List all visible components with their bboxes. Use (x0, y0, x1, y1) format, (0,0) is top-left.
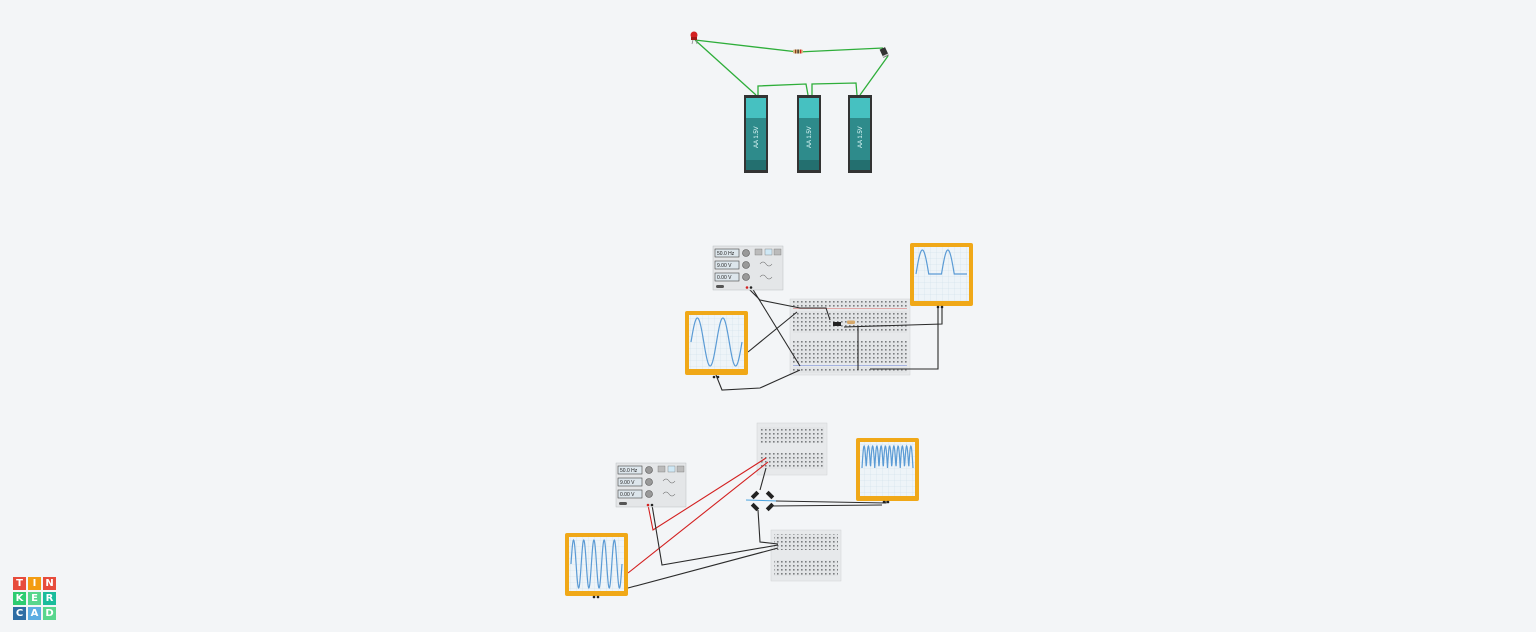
logo-letter: A (28, 607, 41, 620)
battery-label: AA 1.5V (807, 126, 813, 148)
amplitude-display: 9.00 V (717, 263, 732, 269)
battery-2[interactable]: AA 1.5V (797, 95, 821, 173)
oscilloscope-input[interactable] (685, 311, 748, 379)
square-wave-button[interactable] (667, 465, 676, 473)
battery-label: AA 1.5V (858, 126, 864, 148)
oscilloscope-input[interactable] (565, 533, 628, 599)
black-wires[interactable] (715, 287, 943, 391)
function-generator-2[interactable]: 50.0 Hz 9.00 V 0.00 V (615, 462, 687, 508)
waveform-trace (861, 444, 914, 469)
waveform-trace (690, 317, 743, 367)
logo-letter: E (28, 592, 41, 605)
led[interactable] (690, 31, 698, 45)
negative-terminal[interactable] (650, 503, 654, 507)
tinkercad-logo[interactable]: T I N K E R C A D (13, 577, 56, 620)
amplitude-display: 9.00 V (620, 480, 635, 486)
positive-terminal[interactable] (745, 286, 749, 289)
black-wires[interactable] (627, 467, 887, 589)
frequency-display: 50.0 Hz (717, 251, 735, 257)
logo-letter: N (43, 577, 56, 590)
logo-letter: T (13, 577, 26, 590)
negative-terminal[interactable] (749, 286, 753, 289)
wave-icon (662, 491, 676, 497)
oscilloscope-output[interactable] (910, 243, 973, 309)
frequency-display: 50.0 Hz (620, 468, 638, 474)
amplitude-knob[interactable] (645, 478, 653, 486)
logo-letter: D (43, 607, 56, 620)
circuit-full-wave: 50.0 Hz 9.00 V 0.00 V (565, 422, 919, 599)
positive-terminal[interactable] (646, 503, 650, 507)
square-wave-button[interactable] (764, 248, 773, 256)
power-switch[interactable] (619, 502, 627, 505)
logo-letter: R (43, 592, 56, 605)
breadboard-3b[interactable] (770, 529, 842, 582)
bridge-rectifier[interactable] (745, 490, 779, 512)
wave-icon (759, 261, 773, 267)
oscilloscope-output[interactable] (856, 438, 919, 504)
green-wires[interactable] (694, 39, 889, 96)
circuit-battery-led: AA 1.5V AA 1.5V AA 1.5V (690, 31, 889, 173)
frequency-knob[interactable] (645, 466, 653, 474)
battery-1[interactable]: AA 1.5V (744, 95, 768, 173)
offset-display: 0.00 V (717, 275, 732, 281)
logo-letter: C (13, 607, 26, 620)
frequency-knob[interactable] (742, 249, 750, 257)
sine-wave-button[interactable] (754, 248, 763, 256)
diode[interactable] (879, 47, 889, 58)
battery-3[interactable]: AA 1.5V (848, 95, 872, 173)
circuit-half-wave: 50.0 Hz 9.00 V 0.00 V (685, 243, 973, 391)
offset-display: 0.00 V (620, 492, 635, 498)
power-switch[interactable] (716, 285, 724, 288)
amplitude-knob[interactable] (742, 261, 750, 269)
wave-icon (759, 274, 773, 280)
waveform-trace (915, 249, 967, 275)
resistor[interactable] (847, 320, 855, 325)
red-wires[interactable] (627, 457, 769, 574)
diode[interactable] (833, 322, 841, 326)
offset-knob[interactable] (742, 273, 750, 281)
waveform-trace (570, 538, 623, 590)
logo-letter: I (28, 577, 41, 590)
breadboard-2[interactable] (789, 298, 911, 376)
function-generator-1[interactable]: 50.0 Hz 9.00 V 0.00 V (712, 245, 784, 291)
triangle-wave-button[interactable] (676, 465, 685, 473)
offset-knob[interactable] (645, 490, 653, 498)
triangle-wave-button[interactable] (773, 248, 782, 256)
breadboard-3a[interactable] (756, 422, 828, 476)
wave-icon (662, 478, 676, 484)
resistor[interactable] (793, 49, 803, 54)
logo-letter: K (13, 592, 26, 605)
sine-wave-button[interactable] (657, 465, 666, 473)
battery-label: AA 1.5V (754, 126, 760, 148)
